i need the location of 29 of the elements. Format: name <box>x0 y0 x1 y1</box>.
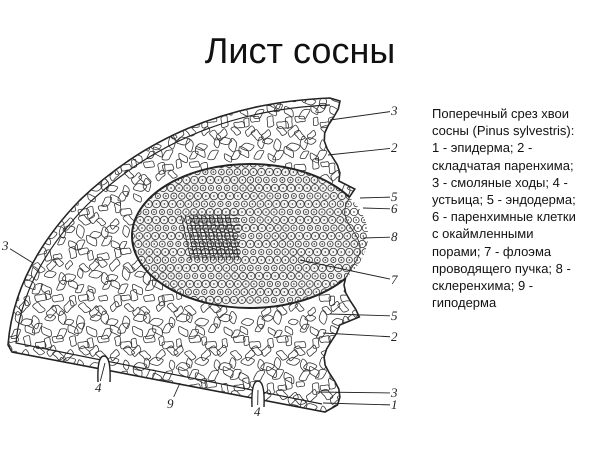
callout-number: 2 <box>390 330 398 344</box>
leader-line <box>328 148 390 156</box>
callout-number: 6 <box>390 202 398 216</box>
callout-number: 5 <box>390 190 398 204</box>
callout-number: 2 <box>390 141 398 155</box>
callout-number: 4 <box>253 405 262 419</box>
callout-number: 7 <box>390 273 398 287</box>
leader-line <box>316 392 390 394</box>
leader-line <box>10 248 34 264</box>
callout-number: 8 <box>390 230 398 244</box>
callout-number: 3 <box>390 104 398 118</box>
leader-line <box>362 208 390 210</box>
callout-number: 3 <box>1 239 10 253</box>
leader-line <box>330 314 390 316</box>
leader-line <box>322 332 390 338</box>
leader-line <box>257 390 258 406</box>
leader-line <box>300 260 390 280</box>
callout-number: 9 <box>166 397 174 411</box>
leader-line <box>360 196 390 198</box>
callout-number: 1 <box>390 398 398 412</box>
callout-number: 3 <box>390 386 398 400</box>
leader-line <box>173 382 180 398</box>
leader-line <box>330 111 390 120</box>
caption: Поперечный срез хвои сосны (Pinus sylvestris): 1 - эпидерма; 2 - складчатая паренхима; 3 - смоляные ходы; 4 - устьица; 5 - эндодерма; 6 - паренхимные клетки с окаймленными порами; 7 - флоэма проводящего пучка; 8 - склеренхима; 9 - гиподерма <box>432 105 577 312</box>
callout-number: 4 <box>94 381 102 395</box>
callout-number: 5 <box>390 309 398 323</box>
title: Лист сосны <box>204 30 396 72</box>
leader-line <box>322 402 390 406</box>
leader-line <box>100 362 106 382</box>
